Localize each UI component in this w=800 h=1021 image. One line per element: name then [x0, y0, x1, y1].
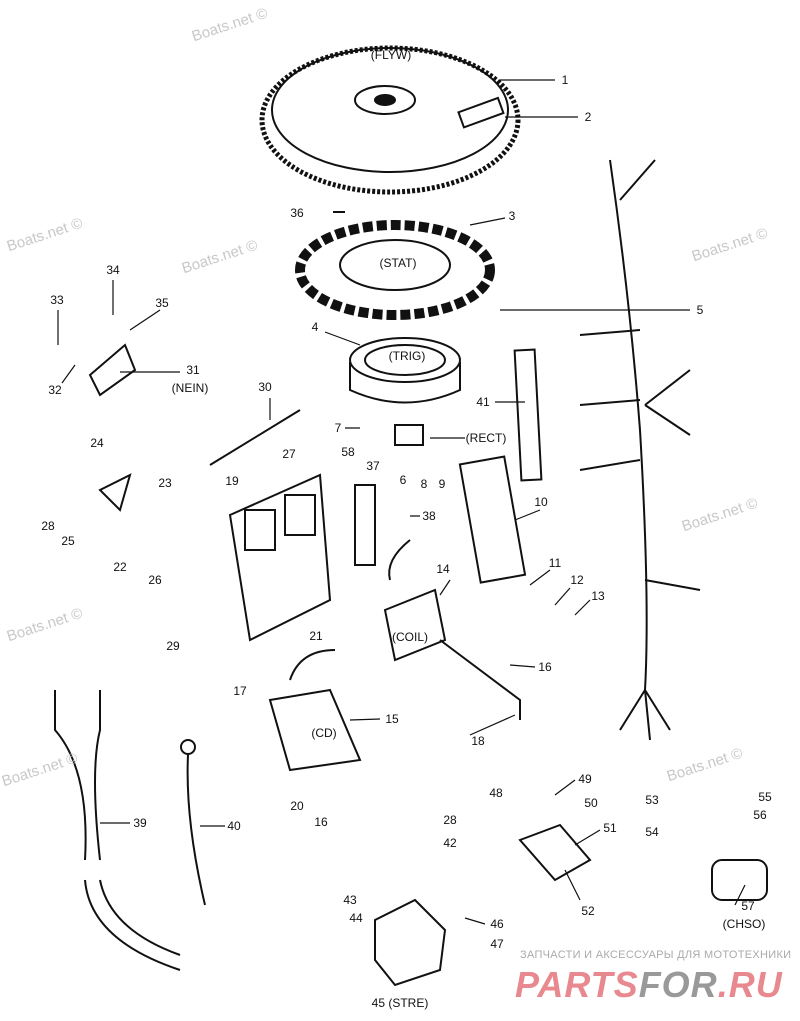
callout-label: 23: [158, 476, 172, 490]
callout-label: 56: [753, 808, 767, 822]
cd-module: [268, 649, 362, 772]
callout-label: (CD): [311, 726, 337, 740]
callout-label: 39: [133, 816, 147, 830]
callout-label: 16: [538, 660, 552, 674]
callout-label: 26: [148, 573, 162, 587]
callout-label: 50: [584, 796, 598, 810]
callout-label: 9: [438, 477, 446, 491]
callout-label: 33: [50, 293, 64, 307]
callout-label: 45 (STRE): [371, 996, 429, 1010]
callout-label: 16: [314, 815, 328, 829]
callout-label: 20: [290, 799, 304, 813]
cables: [54, 409, 301, 971]
callout-label: (FLYW): [370, 48, 412, 62]
callout-label: (CHSO): [722, 917, 766, 931]
callout-label: 1: [561, 73, 569, 87]
partsfor-logo: PARTSFOR.RU: [515, 964, 783, 1005]
callout-label: (RECT): [465, 431, 507, 445]
callout-label: 38: [422, 509, 436, 523]
callout-label: 35: [155, 296, 169, 310]
callout-label: 36: [290, 206, 304, 220]
callout-label: 8: [420, 477, 428, 491]
callout-label: (COIL): [392, 630, 428, 644]
leader-lines: [57, 79, 746, 925]
callout-label: 32: [48, 383, 62, 397]
callout-label: 27: [282, 447, 296, 461]
callout-label: 48: [489, 786, 503, 800]
callout-label: 28: [41, 519, 55, 533]
partsfor-tagline: ЗАПЧАСТИ И АКСЕССУАРЫ ДЛЯ МОТОТЕХНИКИ: [520, 949, 792, 961]
callout-label: 41: [476, 395, 490, 409]
mounting-plate: [228, 473, 332, 642]
stator: [295, 211, 495, 320]
callout-label: 2: [584, 110, 592, 124]
callout-label: 17: [233, 684, 247, 698]
callout-label: 11: [548, 556, 562, 570]
callout-label: 40: [227, 819, 241, 833]
callout-label: 13: [591, 589, 605, 603]
callout-label: (NEIN): [171, 381, 209, 395]
callout-label: 3: [508, 209, 516, 223]
callout-label: 24: [90, 436, 104, 450]
callout-label: 21: [309, 629, 323, 643]
callout-label: 57: [741, 899, 755, 913]
callout-label: 5: [696, 303, 704, 317]
callout-label: 25: [61, 534, 75, 548]
callout-label: 55: [758, 790, 772, 804]
coil: [383, 539, 521, 720]
callout-label: 52: [581, 904, 595, 918]
callout-label: 4: [311, 320, 319, 334]
callout-label: 10: [534, 495, 548, 509]
callout-label: 51: [603, 821, 617, 835]
callout-label: 43: [343, 893, 357, 907]
callout-label: 29: [166, 639, 180, 653]
callout-label: 15: [385, 712, 399, 726]
callout-label: 34: [106, 263, 120, 277]
callout-label: 19: [225, 474, 239, 488]
callout-label: 14: [436, 562, 450, 576]
callout-label: 37: [366, 459, 380, 473]
callout-label: 6: [399, 473, 407, 487]
callout-label: 31: [186, 363, 200, 377]
callout-label: 54: [645, 825, 659, 839]
wire-harness: [579, 159, 701, 741]
callout-label: 28: [443, 813, 457, 827]
callout-label: 7: [334, 421, 342, 435]
callout-label: 47: [490, 937, 504, 951]
callout-label: 58: [341, 445, 355, 459]
callout-label: (STAT): [379, 256, 417, 270]
callout-label: 12: [570, 573, 584, 587]
callout-label: 46: [490, 917, 504, 931]
trigger: [349, 337, 461, 404]
callout-label: (TRIG): [388, 349, 426, 363]
callout-label: 44: [349, 911, 363, 925]
callout-label: 42: [443, 836, 457, 850]
flywheel: [259, 45, 521, 195]
callout-label: 30: [258, 380, 272, 394]
solenoids: [88, 343, 768, 987]
callout-label: 53: [645, 793, 659, 807]
callout-label: 18: [471, 734, 485, 748]
rectifier-and-terminal: [354, 348, 543, 584]
callout-label: 22: [113, 560, 127, 574]
callout-label: 49: [578, 772, 592, 786]
